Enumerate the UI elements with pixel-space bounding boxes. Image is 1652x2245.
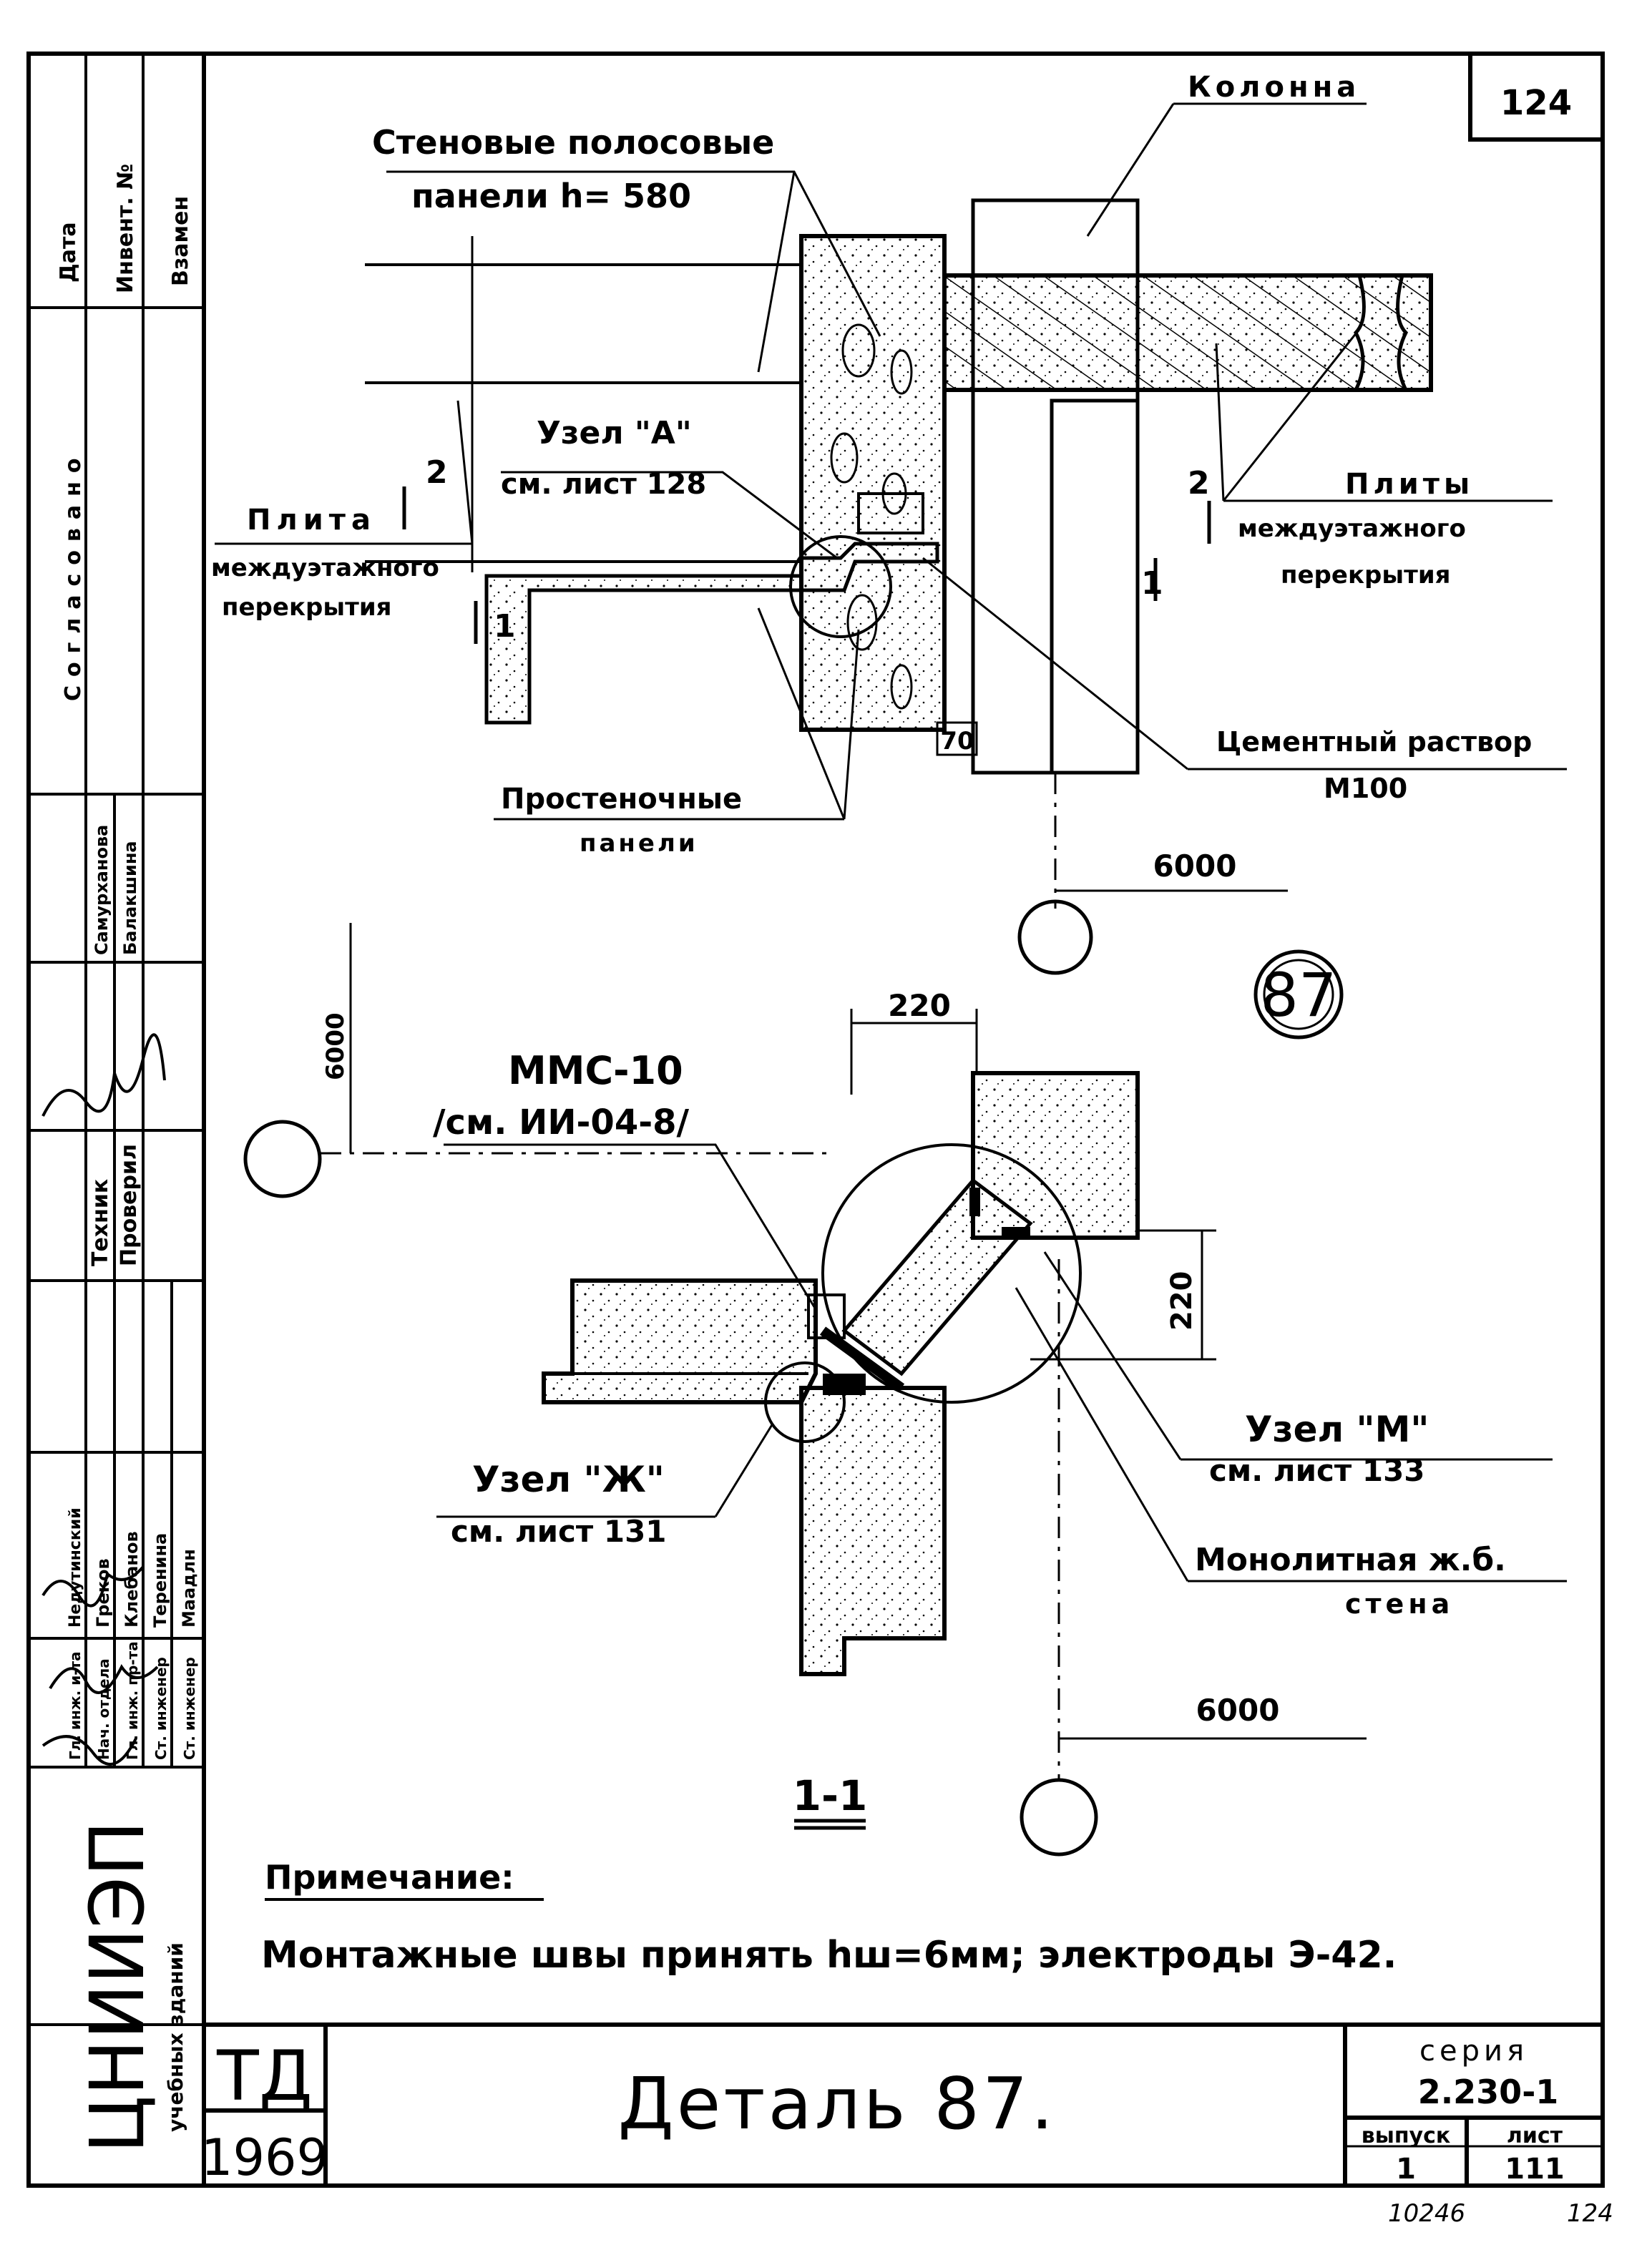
stamp-role-2: Нач. отдела <box>95 1658 112 1760</box>
label-mortar-2: М100 <box>1324 773 1407 804</box>
section-title: 1-1 <box>793 1771 868 1820</box>
stamp-name-1: Недутинский <box>67 1507 84 1628</box>
label-wall-panels-2: панели h= 580 <box>411 177 691 215</box>
year: 1969 <box>201 2128 328 2187</box>
label-monolith-2: стена <box>1345 1588 1454 1620</box>
outer-frame <box>26 52 1605 2188</box>
title-block: ТД 1969 Деталь 87. серия 2.230-1 выпуск … <box>201 2023 1603 2187</box>
wall-panel <box>799 234 947 732</box>
notes-heading: Примечание: <box>265 1858 514 1897</box>
td-mark: ТД <box>216 2036 313 2116</box>
stamp-inventory: Инвент. № <box>113 164 138 293</box>
dim-6000-top: 6000 <box>1153 848 1237 884</box>
bottom-section: 87 6000 6000 220 220 <box>243 923 1567 1857</box>
issue-value: 1 <box>1396 2153 1416 2186</box>
label-monolith-1: Монолитная ж.б. <box>1195 1542 1506 1578</box>
page-bottom-number: 124 <box>1567 2199 1613 2228</box>
org-name: ЦНИИЭП <box>74 1821 161 2153</box>
stamp-date: Дата <box>56 222 81 283</box>
dim-220-side: 220 <box>1165 1271 1198 1331</box>
label-slab-right-1: Плиты <box>1345 468 1474 501</box>
archive-number: 10246 <box>1388 2199 1465 2228</box>
sheet-value: 111 <box>1505 2153 1565 2186</box>
slab-horizontal <box>542 1278 818 1404</box>
sheet-label: лист <box>1507 2123 1563 2148</box>
label-wall-panels-1: Стеновые полосовые <box>372 123 774 162</box>
dim-220-top: 220 <box>888 988 951 1023</box>
label-node-a-ref: см. лист 128 <box>501 468 706 501</box>
dim-6000-vertical: 6000 <box>321 1012 350 1080</box>
stamp-approver-1: Самурханова <box>92 825 112 955</box>
stamp-replaces: Взамен <box>168 196 193 286</box>
issue-label: выпуск <box>1362 2123 1451 2148</box>
series-label: серия <box>1419 2035 1528 2068</box>
label-column: Колонна <box>1188 71 1360 104</box>
label-slab-right-3: перекрытия <box>1281 561 1450 590</box>
section-mark-1-left: 1 <box>494 608 516 645</box>
label-node-m-ref: см. лист 133 <box>1209 1453 1425 1488</box>
label-slab-left-1: Плита <box>247 504 376 537</box>
stamp-role-3: Гл. инж. пр-та <box>124 1641 141 1760</box>
stamp-role-5: Ст. инженер <box>181 1657 198 1760</box>
series-value: 2.230-1 <box>1418 2073 1559 2111</box>
label-node-zh-ref: см. лист 131 <box>451 1514 667 1549</box>
notes-text: Монтажные швы принять hш=6мм; электроды … <box>261 1934 1397 1977</box>
monolithic-wall <box>841 1178 1033 1376</box>
org-subtitle: учебных зданий <box>164 1942 187 2132</box>
pier-vertical <box>799 1386 947 1676</box>
label-node-zh: Узел "Ж" <box>472 1459 665 1500</box>
stamp-approver-2: Балакшина <box>120 841 140 955</box>
label-mms-ref: /см. ИИ-04-8/ <box>433 1102 690 1143</box>
label-slab-right-2: междуэтажного <box>1238 514 1466 543</box>
axis-bubble-bottom <box>1020 1778 1098 1857</box>
label-piers-1: Простеночные <box>501 783 742 816</box>
stamp-approved: Согласовано <box>61 450 86 701</box>
floor-slab-left <box>484 542 939 725</box>
top-section: 6000 70 2 1 <box>211 71 1567 975</box>
label-mms: ММС-10 <box>508 1048 683 1093</box>
axis-bubble-left <box>243 1120 322 1198</box>
label-slab-left-2: междуэтажного <box>211 554 439 582</box>
side-stamp-texts: Дата Инвент. № Взамен Согласовано Самурх… <box>56 164 199 1760</box>
label-node-m: Узел "М" <box>1245 1409 1429 1450</box>
stamp-checked: Проверил <box>117 1144 142 1266</box>
section-mark-1-right: 1 <box>1141 565 1163 602</box>
stamp-role-4: Ст. инженер <box>152 1657 170 1760</box>
side-stamp <box>29 54 204 2026</box>
organization-block: ЦНИИЭП учебных зданий <box>74 1821 187 2153</box>
page-number: 124 <box>1500 83 1572 123</box>
detail-number: 87 <box>1261 960 1337 1030</box>
label-piers-2: панели <box>580 829 698 858</box>
sheet-title: Деталь 87. <box>618 2062 1057 2146</box>
stamp-name-4: Теренина <box>150 1533 170 1628</box>
dim-6000-bottom: 6000 <box>1196 1693 1280 1728</box>
notes: Примечание: Монтажные швы принять hш=6мм… <box>261 1858 1397 1977</box>
label-node-a: Узел "А" <box>537 415 692 451</box>
stamp-name-5: Маадлн <box>179 1549 199 1628</box>
signatures <box>41 1033 166 1766</box>
section-mark-2-left: 2 <box>426 454 448 491</box>
dim-70: 70 <box>940 727 974 755</box>
label-slab-left-3: перекрытия <box>222 593 391 622</box>
label-mortar-1: Цементный раствор <box>1216 726 1532 758</box>
axis-bubble-top <box>1017 899 1093 975</box>
stamp-technician: Техник <box>88 1179 113 1266</box>
section-mark-2-right: 2 <box>1188 465 1210 502</box>
